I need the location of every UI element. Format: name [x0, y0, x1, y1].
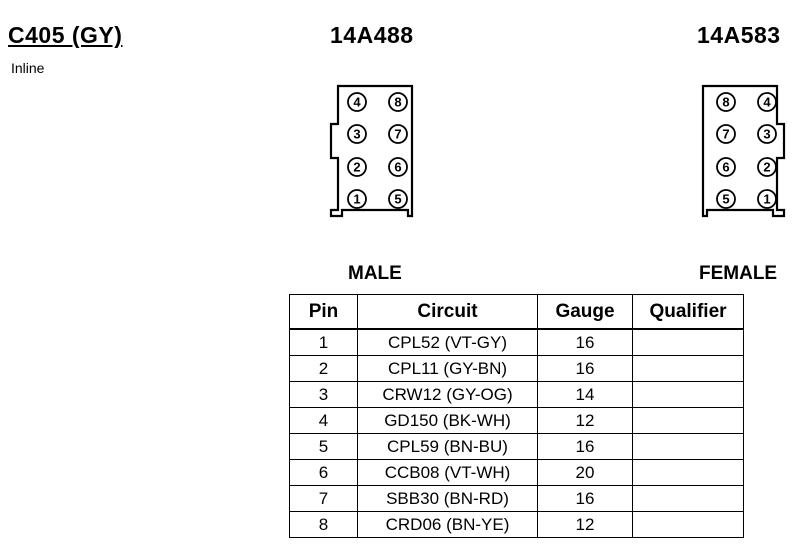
pin-cell: 7 [289, 485, 358, 512]
male-pin-cavity [347, 92, 367, 112]
male-pin-number: 7 [394, 127, 401, 142]
qualifier-cell [632, 381, 744, 408]
female-pin-number: 7 [722, 127, 729, 142]
pin-cell: 4 [289, 407, 358, 434]
female-pin-cavity [716, 124, 736, 144]
connector-subtitle: Inline [11, 60, 45, 76]
female-pin-cavity [716, 92, 736, 112]
male-pin-number: 5 [394, 192, 401, 207]
circuit-cell: CPL11 (GY-BN) [357, 355, 538, 382]
qualifier-cell [632, 459, 744, 486]
pin-cell: 2 [289, 355, 358, 382]
male-pin-number: 1 [353, 192, 360, 207]
circuit-cell: CRD06 (BN-YE) [357, 511, 538, 538]
female-pin-number: 2 [763, 160, 770, 175]
header-pin: Pin [289, 294, 358, 330]
male-pin-number: 6 [394, 160, 401, 175]
male-pin-number: 2 [353, 160, 360, 175]
male-part-number: 14A488 [330, 22, 414, 48]
female-part-number: 14A583 [697, 22, 781, 48]
gauge-cell: 20 [537, 459, 633, 486]
gauge-cell: 12 [537, 511, 633, 538]
female-pin-number: 1 [763, 192, 770, 207]
gauge-cell: 16 [537, 355, 633, 382]
male-pin-cavity [347, 124, 367, 144]
circuit-cell: CPL59 (BN-BU) [357, 433, 538, 460]
gauge-cell: 14 [537, 381, 633, 408]
female-pin-cavity [757, 92, 777, 112]
female-pin-number: 5 [722, 192, 729, 207]
circuit-cell: CRW12 (GY-OG) [357, 381, 538, 408]
header-circuit: Circuit [357, 294, 538, 330]
header-gauge: Gauge [537, 294, 633, 330]
male-pin-number: 3 [353, 127, 360, 142]
qualifier-cell [632, 355, 744, 382]
circuit-cell: CPL52 (VT-GY) [357, 328, 538, 356]
circuit-cell: GD150 (BK-WH) [357, 407, 538, 434]
qualifier-cell [632, 511, 744, 538]
qualifier-cell [632, 407, 744, 434]
gauge-cell: 12 [537, 407, 633, 434]
male-pin-number: 8 [394, 95, 401, 110]
pin-cell: 8 [289, 511, 358, 538]
female-pin-cavity [716, 157, 736, 177]
connector-title: C405 (GY) [8, 22, 123, 48]
male-pin-cavity [388, 92, 408, 112]
pin-cell: 5 [289, 433, 358, 460]
qualifier-cell [632, 328, 744, 356]
male-label: MALE [348, 263, 402, 284]
gauge-cell: 16 [537, 328, 633, 356]
male-pin-cavity [347, 157, 367, 177]
circuit-cell: CCB08 (VT-WH) [357, 459, 538, 486]
gauge-cell: 16 [537, 433, 633, 460]
male-pin-cavity [388, 157, 408, 177]
female-label: FEMALE [699, 263, 778, 284]
header-qualifier: Qualifier [632, 294, 744, 330]
male-pin-cavity [347, 189, 367, 209]
female-pin-number: 3 [763, 127, 770, 142]
male-connector-diagram: 4 8 3 7 2 6 1 5 [329, 84, 414, 218]
female-pin-cavity [757, 157, 777, 177]
pin-table-header-row: Pin Circuit Gauge Qualifier [289, 294, 744, 330]
gauge-cell: 16 [537, 485, 633, 512]
qualifier-cell [632, 433, 744, 460]
female-connector-diagram: 8 4 7 3 6 2 5 1 [701, 84, 786, 218]
circuit-cell: SBB30 (BN-RD) [357, 485, 538, 512]
female-pin-cavity [716, 189, 736, 209]
female-pin-cavity [757, 189, 777, 209]
male-pin-cavity [388, 189, 408, 209]
female-pin-number: 8 [722, 95, 729, 110]
male-pin-number: 4 [353, 95, 361, 110]
pin-cell: 1 [289, 328, 358, 356]
female-pin-number: 6 [722, 160, 729, 175]
male-pin-cavity [388, 124, 408, 144]
pin-cell: 6 [289, 459, 358, 486]
qualifier-cell [632, 485, 744, 512]
female-pin-cavity [757, 124, 777, 144]
pin-cell: 3 [289, 381, 358, 408]
female-pin-number: 4 [763, 95, 771, 110]
